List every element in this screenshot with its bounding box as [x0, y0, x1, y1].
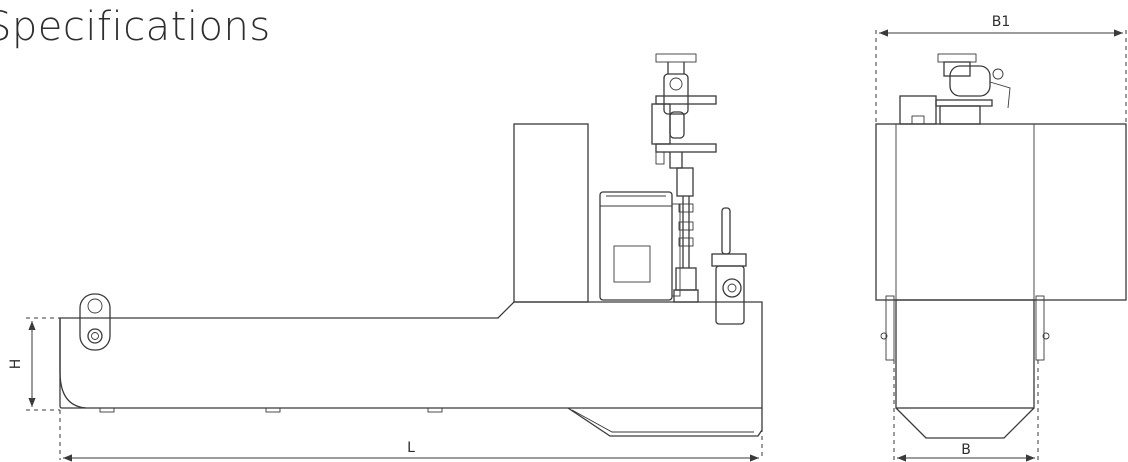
dimension-label-b: B	[961, 442, 971, 458]
dimension-label-l: L	[407, 440, 415, 456]
side-view	[59, 53, 763, 437]
dimension-label-h: H	[8, 359, 24, 370]
page-title: Specifications	[0, 4, 271, 50]
side-view-dimensions	[26, 317, 763, 462]
front-view	[875, 53, 1127, 439]
dimension-label-b1: B1	[992, 14, 1011, 30]
front-view-dimensions	[875, 29, 1127, 462]
